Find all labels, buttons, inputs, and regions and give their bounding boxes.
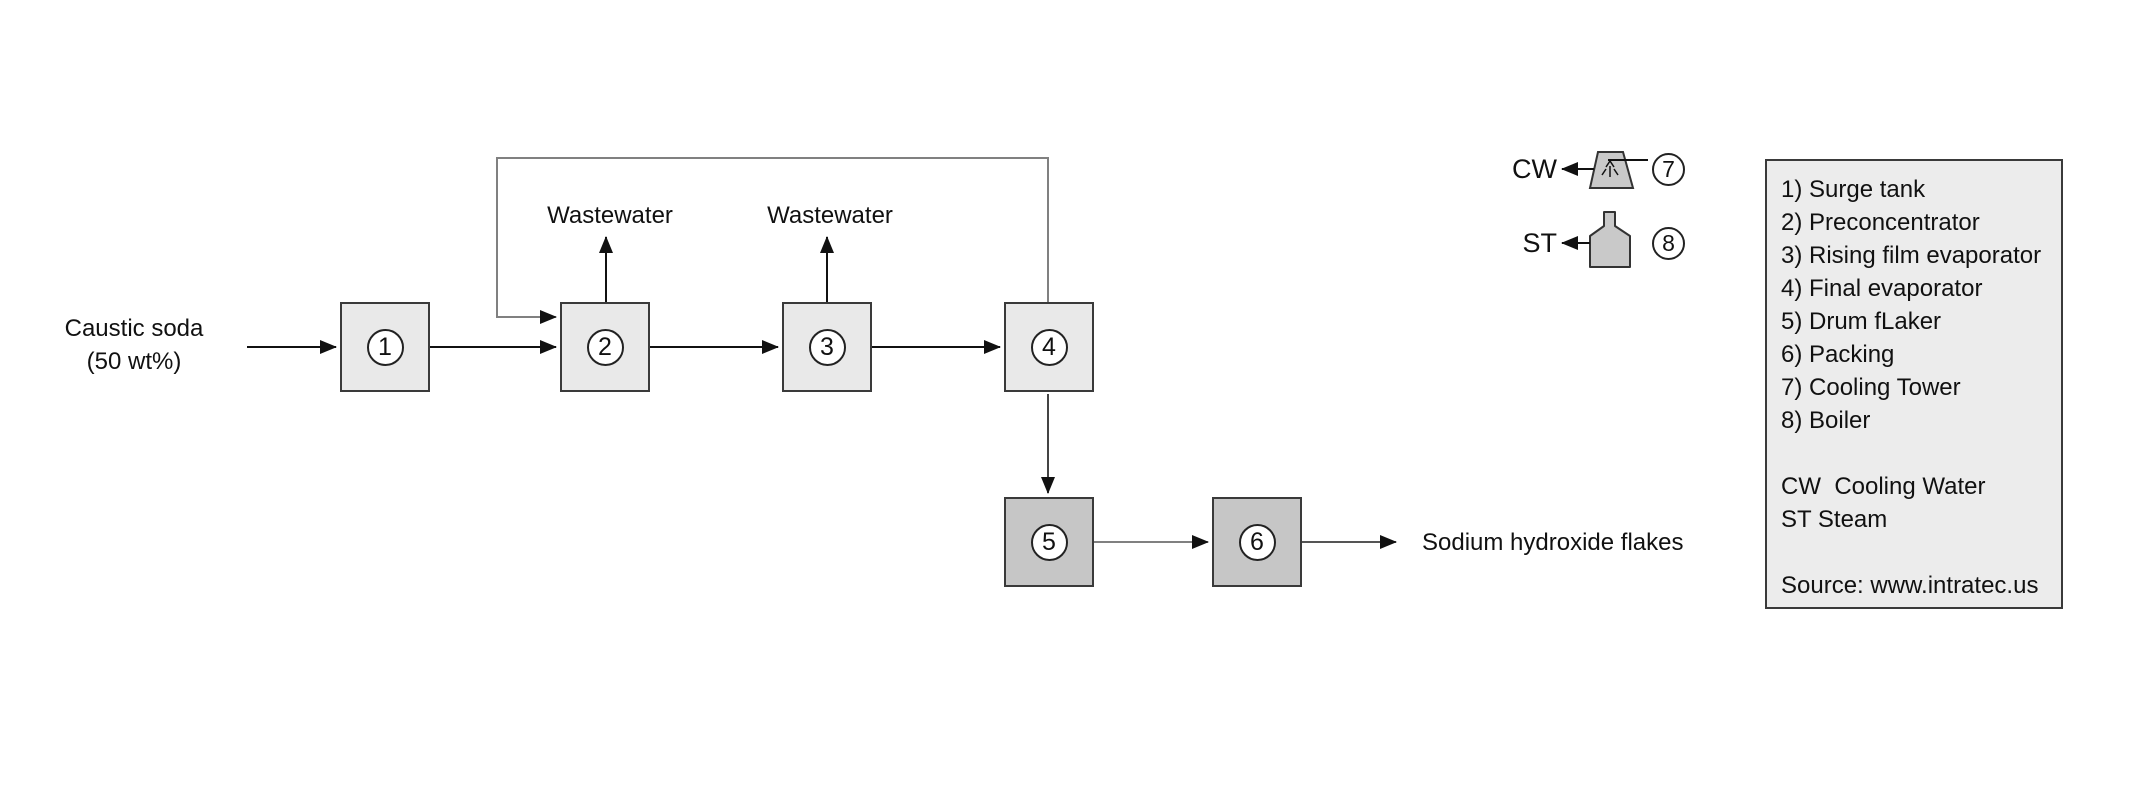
legend-line-spacer bbox=[1781, 536, 2055, 569]
unit-number-6: 6 bbox=[1238, 523, 1276, 561]
unit-number-1: 1 bbox=[366, 328, 404, 366]
legend-source: Source: www.intratec.us bbox=[1781, 572, 2039, 599]
legend-box: 1) Surge tank 2) Preconcentrator 3) Risi… bbox=[1765, 159, 2063, 609]
legend-line-spacer bbox=[1781, 437, 2055, 470]
unit-box-5: 5 bbox=[1004, 497, 1094, 587]
unit-number-5: 5 bbox=[1030, 523, 1068, 561]
spray-nozzle-icon bbox=[1601, 159, 1619, 177]
cooling-tower-icon bbox=[1588, 151, 1648, 189]
wastewater-label-2: Wastewater bbox=[767, 202, 893, 229]
legend-line: 5) Drum fLaker bbox=[1781, 308, 1942, 335]
unit-number-4: 4 bbox=[1030, 328, 1068, 366]
legend-line: 3) Rising film evaporator bbox=[1781, 242, 2042, 269]
legend-line: 1) Surge tank bbox=[1781, 176, 1926, 203]
legend-line: 2) Preconcentrator bbox=[1781, 209, 1980, 236]
unit-number-3: 3 bbox=[808, 328, 846, 366]
utility-number-7: 7 bbox=[1652, 153, 1685, 186]
recycle-line bbox=[496, 157, 1049, 324]
wastewater-label-1: Wastewater bbox=[547, 202, 673, 229]
unit-box-1: 1 bbox=[340, 302, 430, 392]
unit-box-4: 4 bbox=[1004, 302, 1094, 392]
legend-line: 4) Final evaporator bbox=[1781, 275, 1983, 302]
unit-box-6: 6 bbox=[1212, 497, 1302, 587]
unit-box-3: 3 bbox=[782, 302, 872, 392]
legend-line: 7) Cooling Tower bbox=[1781, 374, 1961, 401]
feed-label: Caustic soda (50 wt%) bbox=[36, 312, 232, 378]
unit-box-2: 2 bbox=[560, 302, 650, 392]
legend-line: CW Cooling Water bbox=[1781, 473, 1986, 500]
boiler-icon bbox=[1589, 211, 1631, 268]
feed-label-line1: Caustic soda bbox=[64, 315, 204, 342]
product-label: Sodium hydroxide flakes bbox=[1422, 529, 1684, 556]
unit-number-2: 2 bbox=[586, 328, 624, 366]
cw-label: CW bbox=[1512, 154, 1557, 184]
legend-line: ST Steam bbox=[1781, 506, 1888, 533]
st-label: ST bbox=[1522, 228, 1557, 258]
legend-line: 6) Packing bbox=[1781, 341, 1895, 368]
legend-line: 8) Boiler bbox=[1781, 407, 1871, 434]
feed-label-line2: (50 wt%) bbox=[86, 348, 182, 375]
utility-number-8: 8 bbox=[1652, 227, 1685, 260]
